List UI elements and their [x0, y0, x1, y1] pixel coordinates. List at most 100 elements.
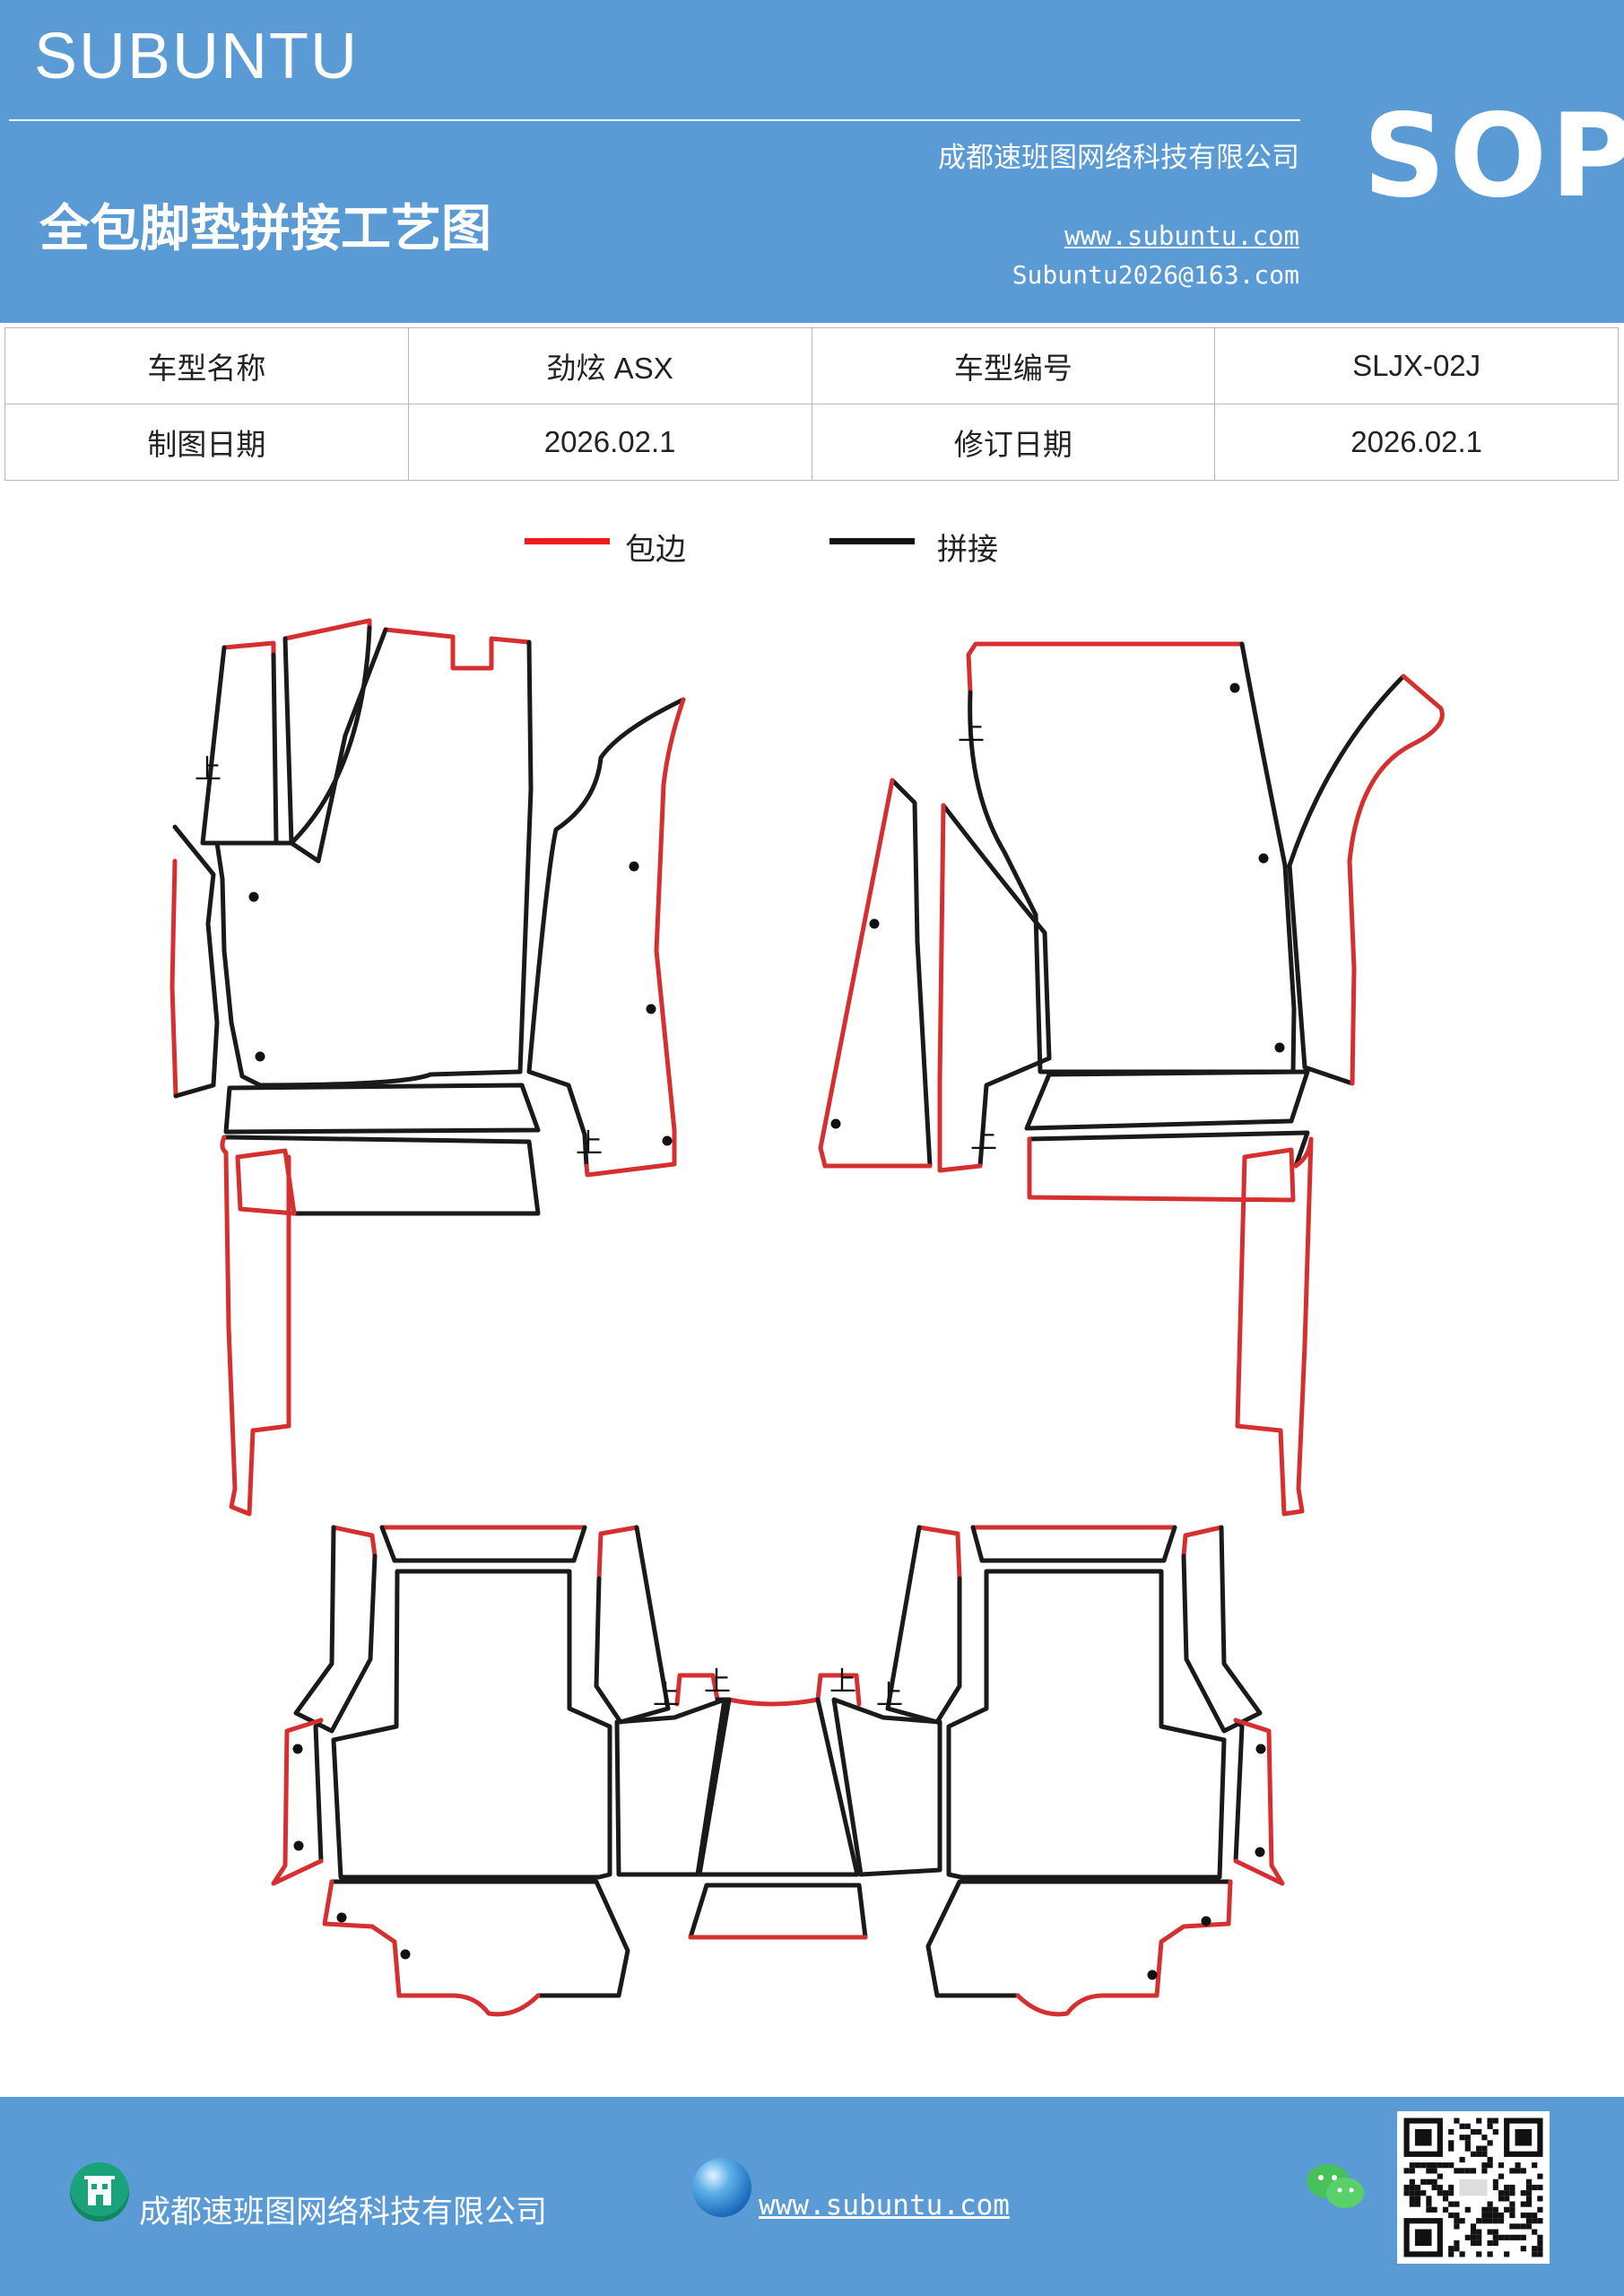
fl-strip-outer-seam: [200, 645, 279, 846]
revision-date-label: 修订日期: [811, 404, 1216, 481]
fl-main-top-edge: [383, 627, 532, 671]
fr-strip-inner-edge: [937, 803, 983, 1173]
fastener-dot: [255, 1051, 265, 1062]
footer-band: 成都速班图网络科技有限公司 www.subuntu.com: [0, 2097, 1624, 2296]
fl-door-panel-edge: [584, 697, 686, 1178]
rear-mat-group: [271, 1525, 1285, 2017]
legend-edge-label: 包边: [625, 532, 686, 568]
table-row: 制图日期 2026.02.1 修订日期 2026.02.1: [4, 404, 1619, 481]
up-orientation-mark: 上: [653, 1680, 680, 1711]
document-title: 全包脚垫拼接工艺图: [39, 199, 491, 258]
up-orientation-mark: 上: [195, 754, 221, 786]
up-orientation-mark: 上: [829, 1666, 856, 1698]
vehicle-info-table: 车型名称 劲炫 ASX 车型编号 SLJX-02J 制图日期 2026.02.1…: [4, 327, 1619, 481]
fr-strip-mid-edge: [818, 778, 933, 1169]
fr-strip-mid-seam: [890, 778, 933, 1169]
qr-code[interactable]: [1397, 2111, 1550, 2264]
rr-corner-edge: [1181, 1525, 1224, 1559]
drawing-date-label: 制图日期: [4, 404, 409, 481]
email-address: Subuntu2026@163.com: [1012, 260, 1299, 290]
fl-strip-outer-edge: [221, 640, 276, 657]
fastener-dot: [1274, 1042, 1285, 1053]
fastener-dot: [400, 1949, 411, 1960]
rl-lower-edge: [322, 1879, 541, 2017]
fastener-dot: [869, 918, 880, 929]
rr-side-edge: [1233, 1718, 1285, 1886]
fl-heel-bar: [223, 1083, 541, 1135]
rr-main-seam: [946, 1569, 1227, 1880]
up-orientation-mark: 上: [704, 1666, 731, 1698]
center-bar-seam: [688, 1883, 868, 1940]
fastener-dot: [1258, 853, 1269, 864]
up-orientation-mark: 上: [958, 716, 985, 747]
globe-icon: [692, 2158, 751, 2217]
fr-lower-bar-seam: [1027, 1130, 1310, 1169]
fr-heel-bar: [1024, 1069, 1310, 1131]
rl-lower-seam: [329, 1879, 630, 1998]
legend-joint-label: 拼接: [937, 532, 998, 568]
revision-date-value: 2026.02.1: [1214, 404, 1619, 481]
fastener-dot: [646, 1004, 656, 1014]
fl-side-left-seam: [172, 824, 220, 1099]
up-orientation-mark: 上: [576, 1128, 603, 1160]
footer-website-link[interactable]: www.subuntu.com: [759, 2189, 1010, 2222]
fastener-dot: [1147, 1970, 1158, 1980]
fastener-dot: [1229, 683, 1240, 693]
fl-door-panel-seam: [526, 697, 686, 1169]
fastener-dot: [292, 1744, 303, 1754]
rr-lower-seam: [925, 1879, 1233, 1998]
fastener-dot: [248, 891, 259, 902]
rl-side-edge: [271, 1718, 324, 1886]
model-name-label: 车型名称: [4, 327, 409, 404]
rr-lower-edge: [1015, 1879, 1233, 2017]
fastener-dot: [336, 1912, 347, 1923]
table-row: 车型名称 劲炫 ASX 车型编号 SLJX-02J: [4, 327, 1619, 404]
fr-strip-inner-seam: [941, 803, 1052, 1169]
rl-inner-corner-edge: [596, 1525, 639, 1581]
sop-badge: SOP: [1363, 90, 1624, 223]
legend-joint-swatch: [829, 538, 915, 544]
legend-joint: 拼接: [829, 525, 1009, 570]
rl-top-bar-seam: [379, 1525, 587, 1563]
rl-corner-edge: [331, 1525, 378, 1559]
fastener-dot: [629, 861, 639, 872]
center-tunnel-seam: [697, 1697, 860, 1877]
fl-strip-inner-edge: [282, 618, 372, 641]
legend-edge: 包边: [525, 525, 704, 570]
footer-company-name: 成都速班图网络科技有限公司: [139, 2195, 548, 2231]
wechat-icon[interactable]: [1305, 2160, 1368, 2217]
legend-edge-swatch: [525, 538, 610, 544]
fastener-dots: [248, 683, 1285, 1980]
header-divider: [9, 119, 1300, 121]
rl-side-seam: [313, 1718, 324, 1864]
rr-corner-seam: [1181, 1525, 1263, 1734]
fr-main-seam: [968, 641, 1297, 1074]
up-orientation-mark: 上: [970, 1124, 997, 1155]
fastener-dot: [830, 1118, 841, 1129]
company-name: 成都速班图网络科技有限公司: [938, 142, 1299, 174]
center-tunnel-top-edge: [674, 1673, 862, 1707]
fastener-dot: [662, 1135, 673, 1146]
fr-side-outer-seam: [1287, 674, 1406, 1086]
rl-main-seam: [331, 1569, 612, 1880]
orientation-marks: 上上上上上上上上: [195, 716, 997, 1711]
fastener-dot: [1201, 1916, 1211, 1926]
model-code-value: SLJX-02J: [1214, 327, 1619, 404]
floor-mat-layout-diagram: 上上上上上上上上: [169, 618, 1445, 2017]
fl-lower-bar-seam: [221, 1135, 541, 1216]
fr-lower-edge: [1027, 1136, 1314, 1517]
model-name-value: 劲炫 ASX: [407, 327, 812, 404]
rl-center-side-seam: [614, 1697, 727, 1877]
fastener-dot: [1255, 1744, 1266, 1754]
website-link[interactable]: www.subuntu.com: [1064, 221, 1299, 251]
up-orientation-mark: 上: [876, 1680, 903, 1711]
rr-top-bar-seam: [970, 1525, 1177, 1563]
building-icon: [70, 2162, 129, 2222]
front-left-mat-group: [169, 618, 686, 1517]
model-code-label: 车型编号: [811, 327, 1216, 404]
fl-strip-inner-seam: [282, 625, 372, 846]
fastener-dot: [293, 1840, 304, 1851]
header-band: SUBUNTU 成都速班图网络科技有限公司 全包脚垫拼接工艺图 www.subu…: [0, 0, 1624, 323]
rr-center-side-seam: [831, 1697, 942, 1877]
fl-side-left-edge: [169, 858, 178, 1099]
